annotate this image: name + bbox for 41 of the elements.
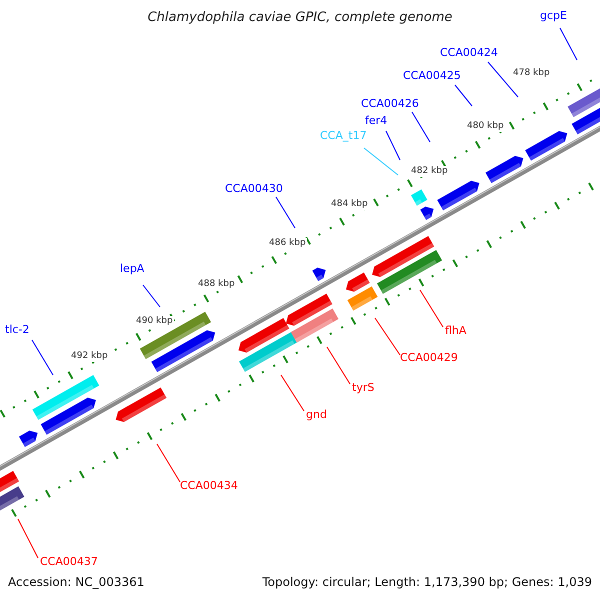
- scale-tick-label: 488 kbp: [197, 279, 236, 290]
- leader-line: [412, 112, 430, 142]
- gene-label: fer4: [365, 115, 388, 126]
- leader-line: [276, 196, 296, 228]
- leader-line: [32, 340, 54, 376]
- leader-line: [326, 346, 350, 384]
- leader-line: [364, 148, 398, 176]
- leader-line: [18, 518, 38, 558]
- leader-line: [280, 374, 304, 412]
- genome-info-text: Topology: circular; Length: 1,173,390 bp; Genes: 1,039: [262, 576, 592, 588]
- leader-line: [374, 318, 400, 356]
- leader-line: [156, 444, 180, 482]
- gene-label: flhA: [445, 325, 466, 336]
- gene-label: gnd: [306, 409, 327, 420]
- scale-tick-label: 490 kbp: [135, 316, 174, 327]
- gene-label: CCA00429: [400, 352, 458, 363]
- scale-tick-label: 492 kbp: [70, 351, 109, 362]
- gene-label: CCA00426: [361, 98, 419, 109]
- scale-tick-label: 484 kbp: [330, 199, 369, 210]
- leader-line: [560, 28, 578, 60]
- gene-label: tlc-2: [5, 324, 30, 335]
- leader-line: [454, 84, 472, 106]
- leader-line: [488, 62, 518, 98]
- scale-tick-label: 478 kbp: [512, 68, 551, 79]
- gene-label: tyrS: [352, 382, 374, 393]
- leader-line: [142, 284, 160, 308]
- gene-label: lepA: [120, 263, 144, 274]
- gene-label: CCA_t17: [320, 130, 367, 141]
- leader-line: [386, 130, 400, 160]
- leader-line: [420, 290, 444, 328]
- gene-label: CCA00430: [225, 183, 283, 194]
- gene-label: CCA00434: [180, 480, 238, 491]
- accession-text: Accession: NC_003361: [8, 576, 144, 588]
- gene-label: gcpE: [540, 10, 567, 21]
- scale-tick-label: 480 kbp: [466, 121, 505, 132]
- scale-tick-label: 482 kbp: [410, 166, 449, 177]
- title: Chlamydophila caviae GPIC, complete genome: [148, 11, 452, 24]
- gene-label: CCA00425: [403, 70, 461, 81]
- gene-label: CCA00424: [440, 47, 498, 58]
- gene-label: CCA00437: [40, 556, 98, 567]
- scale-tick-label: 486 kbp: [268, 238, 307, 249]
